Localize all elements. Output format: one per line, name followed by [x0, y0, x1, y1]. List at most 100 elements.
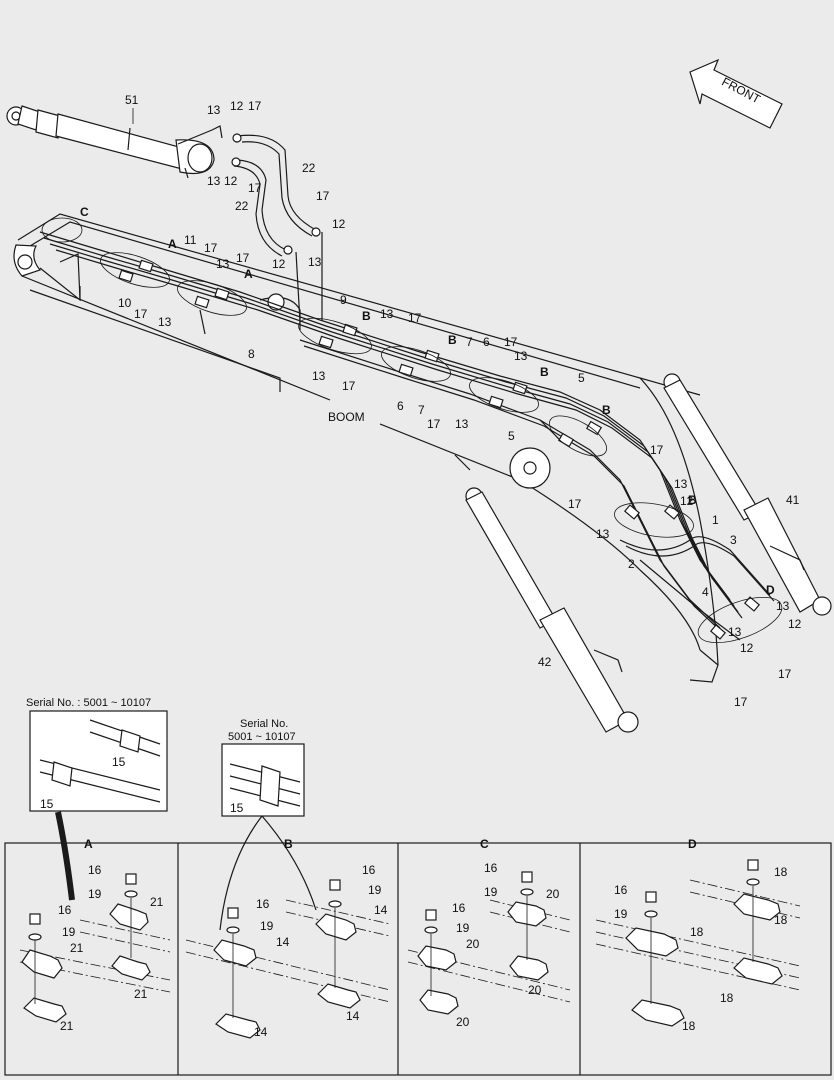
serial-label-mid-2: 5001 ~ 10107	[228, 731, 296, 743]
part-19: 19	[368, 883, 382, 897]
callout-3: 3	[730, 533, 737, 547]
callout-6: 6	[483, 335, 490, 349]
callout-12: 12	[740, 641, 754, 655]
callout-17: 17	[427, 417, 441, 431]
callout-17: 17	[778, 667, 792, 681]
callout-7: 7	[418, 403, 425, 417]
callout-17: 17	[248, 181, 262, 195]
callout-17: 17	[650, 443, 664, 457]
panel-b: 16 19 14 14 16 19 14 14	[185, 863, 391, 1039]
part-16: 16	[614, 883, 628, 897]
callout-13: 13	[158, 315, 172, 329]
part-21: 21	[134, 987, 148, 1001]
callout-13: 13	[728, 625, 742, 639]
part-16: 16	[256, 897, 270, 911]
callout-12: 12	[272, 257, 286, 271]
marker-b: B	[448, 333, 457, 347]
part-19: 19	[88, 887, 102, 901]
callout-41: 41	[786, 493, 800, 507]
callout-1: 1	[712, 513, 719, 527]
marker-c: C	[80, 205, 89, 219]
callout-13: 13	[312, 369, 326, 383]
marker-b: B	[602, 403, 611, 417]
panel-title-b: B	[284, 837, 293, 851]
callout-12: 12	[230, 99, 244, 113]
boom-cylinder-42	[465, 487, 639, 733]
part-16: 16	[484, 861, 498, 875]
part-18: 18	[774, 913, 788, 927]
serial-label-left: Serial No. : 5001 ~ 10107	[26, 697, 151, 709]
callout-5: 5	[578, 371, 585, 385]
callout-12: 12	[224, 174, 238, 188]
part-18: 18	[774, 865, 788, 879]
callout-9: 9	[340, 293, 347, 307]
callout-5: 5	[508, 429, 515, 443]
marker-a: A	[168, 237, 177, 251]
part-21: 21	[70, 941, 84, 955]
callout-22: 22	[302, 161, 316, 175]
marker-b: B	[540, 365, 549, 379]
marker-b: B	[362, 309, 371, 323]
callout-13: 13	[308, 255, 322, 269]
callout-8: 8	[248, 347, 255, 361]
part-19: 19	[260, 919, 274, 933]
callout-42: 42	[538, 655, 552, 669]
callout-7: 7	[466, 335, 473, 349]
part-19: 19	[614, 907, 628, 921]
part-20: 20	[466, 937, 480, 951]
hose-clamps	[118, 259, 761, 640]
panel-title-a: A	[84, 837, 93, 851]
callout-13: 13	[216, 257, 230, 271]
callout-12: 12	[788, 617, 802, 631]
panel-title-d: D	[688, 837, 697, 851]
serial-inset-mid: Serial No. 5001 ~ 10107 15	[219, 718, 317, 931]
cylinder-hoses	[231, 133, 323, 323]
callout-17: 17	[248, 99, 262, 113]
part-15: 15	[230, 801, 244, 815]
part-18: 18	[682, 1019, 696, 1033]
callout-6: 6	[397, 399, 404, 413]
detail-panels: A B C D	[4, 837, 832, 1076]
callout-17: 17	[342, 379, 356, 393]
panel-title-c: C	[480, 837, 489, 851]
callout-13: 13	[207, 103, 221, 117]
callout-13: 13	[596, 527, 610, 541]
part-21: 21	[60, 1019, 74, 1033]
callout-17: 17	[204, 241, 218, 255]
marker-b: B	[688, 493, 697, 507]
part-19: 19	[62, 925, 76, 939]
part-14: 14	[276, 935, 290, 949]
part-21: 21	[150, 895, 164, 909]
hose-lines	[39, 231, 775, 641]
callout-13: 13	[380, 307, 394, 321]
callout-17: 17	[568, 497, 582, 511]
callout-17: 17	[504, 335, 518, 349]
part-16: 16	[58, 903, 72, 917]
marker-a: A	[244, 267, 253, 281]
callouts: 51 13 12 17 13 12 17 22 22 17 12 17 12 1…	[80, 93, 802, 709]
part-16: 16	[362, 863, 376, 877]
part-16: 16	[88, 863, 102, 877]
callout-12: 12	[680, 494, 694, 508]
callout-13: 13	[455, 417, 469, 431]
part-14: 14	[374, 903, 388, 917]
front-arrow: FRONT	[689, 58, 783, 129]
callout-2: 2	[628, 557, 635, 571]
callout-17: 17	[408, 311, 422, 325]
panel-d: 16 19 18 18 18 18 18	[595, 859, 801, 1033]
part-16: 16	[452, 901, 466, 915]
part-20: 20	[456, 1015, 470, 1029]
marker-d: D	[766, 583, 775, 597]
callout-13: 13	[674, 477, 688, 491]
part-19: 19	[456, 921, 470, 935]
part-20: 20	[528, 983, 542, 997]
callout-13: 13	[776, 599, 790, 613]
callout-12: 12	[332, 217, 346, 231]
part-18: 18	[720, 991, 734, 1005]
part-18: 18	[690, 925, 704, 939]
part-19: 19	[484, 885, 498, 899]
callout-51: 51	[125, 93, 139, 107]
part-14: 14	[346, 1009, 360, 1023]
